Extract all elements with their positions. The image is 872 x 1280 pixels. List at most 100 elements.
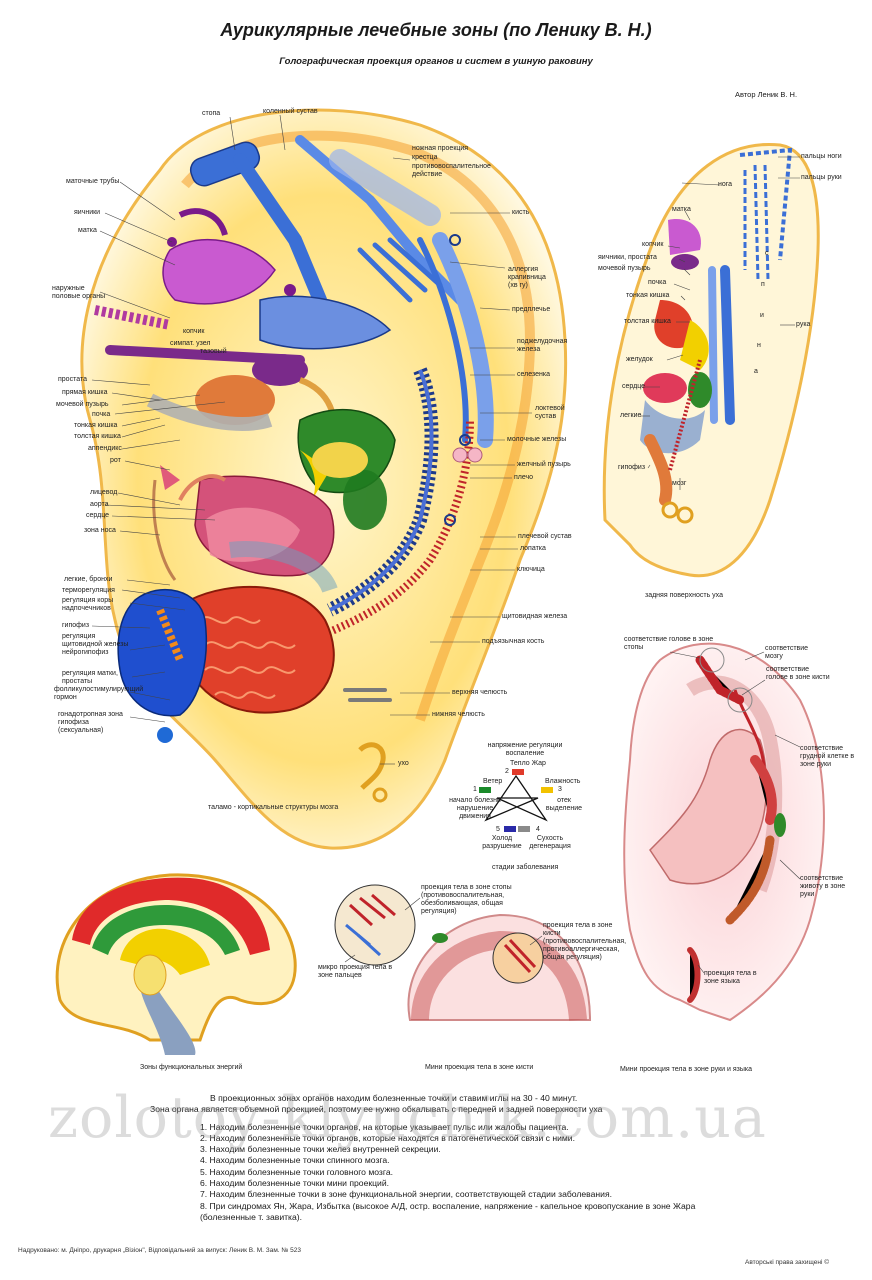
back-ear-label: матка xyxy=(672,206,691,213)
main-ear-label: кисть xyxy=(512,209,530,216)
main-ear-label: сердце xyxy=(86,512,110,519)
main-ear-label: противовоспалительное действие xyxy=(412,163,491,178)
main-ear-label: терморегуляция xyxy=(62,587,115,594)
main-ear-label: толстая кишка xyxy=(74,433,121,440)
main-ear-label: рот xyxy=(110,457,121,464)
back-ear-label: толстая кишка xyxy=(624,318,671,325)
main-ear-label: желчный пузырь xyxy=(517,461,571,468)
main-ear-label: предплечье xyxy=(512,306,551,313)
stage-5-swatch xyxy=(504,826,516,832)
right-ear-label: проекция тела в зоне языка xyxy=(704,970,757,985)
right-ear-label: соответствие грудной клетке в зоне руки xyxy=(800,745,855,768)
main-ear-label: мочевой пузырь xyxy=(56,401,109,408)
right-ear-label: соответствие голове в зоне стопы xyxy=(624,636,714,651)
main-ear-label: яичники xyxy=(74,209,101,216)
back-ear-letter: п xyxy=(761,281,765,288)
stage-5-number: 5 xyxy=(496,826,500,833)
main-ear-label: лицевод xyxy=(90,489,118,496)
main-ear-label: тонкая кишка xyxy=(74,422,118,429)
back-ear-label: гипофиз xyxy=(618,464,646,471)
main-ear-label: гипофиз xyxy=(62,622,90,629)
main-ear-label: молочные железы xyxy=(507,436,567,443)
back-ear-label: нога xyxy=(718,181,733,188)
right-ear-label: соответствие мозгу xyxy=(765,645,809,660)
back-ear-label: легкие xyxy=(620,412,642,419)
stage-3-label: Влажность xyxy=(545,778,581,785)
instructions-list: 1. Находим болезненные точки органов, на… xyxy=(200,1122,700,1224)
author-label: Автор Леник В. Н. xyxy=(735,90,798,99)
right-ear-label: соответствие голове в зоне кисти xyxy=(766,666,830,681)
main-ear-label: щитовидная железа xyxy=(502,613,568,620)
hand-projection-caption: Мини проекция тела в зоне кисти xyxy=(425,1064,534,1071)
back-ear-letter: а xyxy=(754,368,758,375)
list-item: 1. Находим болезненные точки органов, на… xyxy=(200,1121,569,1132)
copyright-notice: Авторські права захищені © xyxy=(745,1259,830,1266)
main-ear-label: крестца xyxy=(412,154,438,161)
stage-2-swatch xyxy=(512,769,524,775)
main-ear-label: плечевой сустав xyxy=(518,533,572,540)
main-ear-label: ключица xyxy=(517,566,545,573)
main-ear-label: простата xyxy=(58,376,87,383)
list-item: 7. Находим блезненные точки в зоне функц… xyxy=(200,1189,613,1200)
back-ear-label: рука xyxy=(796,321,811,328)
pentagram-top-label: напряжение регуляции воспаление xyxy=(487,742,563,757)
instructions-intro-2: Зона органа является объемной проекцией,… xyxy=(150,1104,603,1115)
back-ear-label: яичники, простата xyxy=(598,254,657,261)
main-ear-label: подъязычная кость xyxy=(482,638,545,645)
main-ear-label: симпат. узел xyxy=(170,340,211,347)
back-ear-label: тонкая кишка xyxy=(626,292,670,299)
instructions-block: В проекционных зонах органов находим бол… xyxy=(150,1093,700,1224)
main-ear-label: аллергия крапивница (хв гу) xyxy=(508,266,546,289)
main-ear-label: верхняя челюсть xyxy=(452,689,508,696)
back-ear-label: сердце xyxy=(622,383,646,390)
back-ear-label: почка xyxy=(648,279,667,286)
right-ear-label: соответствие животу в зоне руки xyxy=(800,875,846,898)
main-ear-label: регуляция матки, простаты xyxy=(62,670,118,685)
main-ear-label: аорта xyxy=(90,501,109,508)
main-ear-label: поджелудочная железа xyxy=(517,338,568,353)
back-ear-label: мочевой пузырь xyxy=(598,265,651,272)
list-item: 3. Находим болезненные точки желез внутр… xyxy=(200,1144,441,1155)
page-subtitle: Голографическая проекция органов и систе… xyxy=(279,56,593,67)
stage-3-number: 3 xyxy=(558,786,562,793)
main-ear-label: ножная проекция xyxy=(412,145,469,152)
pentagram-right-label: отек выделение xyxy=(545,797,583,812)
main-ear-label: копчик xyxy=(183,328,205,335)
back-ear-label: желудок xyxy=(626,356,653,363)
list-item: 8. При синдромах Ян, Жара, Избытка (высо… xyxy=(200,1200,696,1222)
stage-4-number: 4 xyxy=(536,826,540,833)
main-ear-label: тазовый xyxy=(200,348,227,355)
main-ear-label: фолликулостимулирующий гормон xyxy=(54,686,144,701)
stage-1-swatch xyxy=(479,787,491,793)
main-ear-caption: таламо - кортикальные структуры мозга xyxy=(208,804,339,811)
main-ear-label: регуляция щитовидной железы нейрогипофиз xyxy=(62,633,129,656)
stage-3-swatch xyxy=(541,787,553,793)
right-ear-caption: Мини проекция тела в зоне руки и языка xyxy=(620,1066,752,1073)
main-ear-label: почка xyxy=(92,411,111,418)
stage-4-swatch xyxy=(518,826,530,832)
list-item: 4. Находим болезненные точки спинного мо… xyxy=(200,1155,390,1166)
back-ear-letter: с xyxy=(765,250,769,257)
back-ear-label: пальцы ноги xyxy=(801,153,842,160)
hand-projection-label: микро проекция тела в зоне пальцев xyxy=(318,964,393,979)
stage-1-label: Ветер xyxy=(483,778,503,785)
back-ear-letter: и xyxy=(760,312,764,319)
list-item: 5. Находим болезненные точки головного м… xyxy=(200,1166,393,1177)
stage-1-number: 1 xyxy=(473,786,477,793)
main-ear-label: зона носа xyxy=(84,527,116,534)
main-ear-label: матка xyxy=(78,227,97,234)
list-item: 6. Находим болезненные точки мини проекц… xyxy=(200,1178,390,1189)
functional-zones-caption: Зоны функциональных энергий xyxy=(140,1064,243,1071)
main-ear-label: плечо xyxy=(514,474,534,481)
main-ear-label: ухо xyxy=(398,760,409,767)
stage-4-label: Сухость дегенерация xyxy=(529,835,571,850)
main-ear-label: селезенка xyxy=(517,371,550,378)
hand-projection-label: проекция тела в зоне кисти (противовоспа… xyxy=(543,922,627,961)
hand-projection-label: проекция тела в зоне стопы (противовоспа… xyxy=(421,884,512,915)
